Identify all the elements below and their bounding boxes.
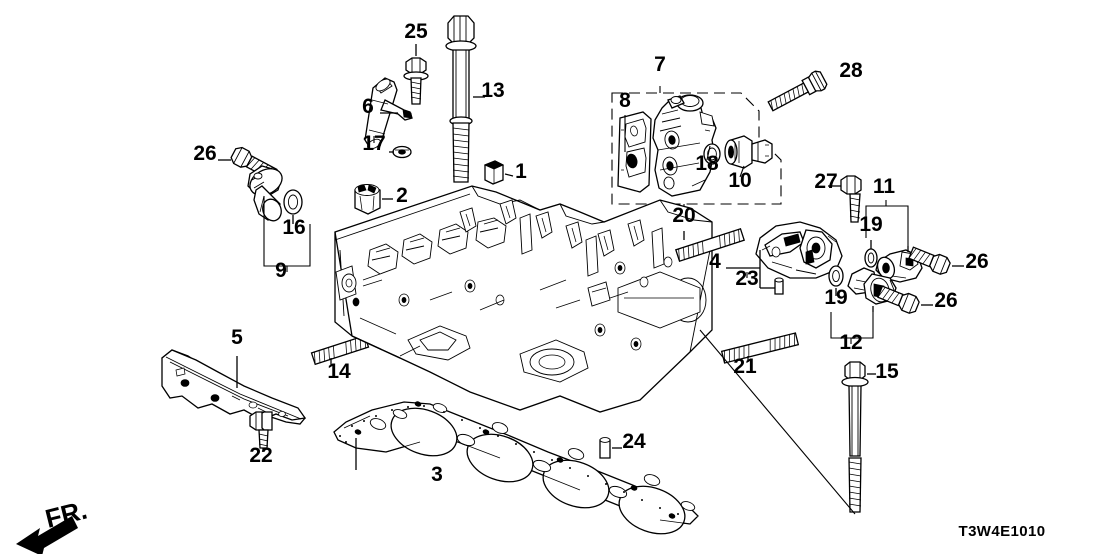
o-ring-cam-sensor-b-part [828, 265, 844, 296]
callout-5: 5 [231, 326, 243, 349]
callout-16: 16 [282, 216, 305, 239]
callout-14: 14 [327, 360, 351, 383]
callout-26b: 26 [965, 250, 988, 273]
callout-3: 3 [431, 463, 443, 486]
o-ring-oil-pressure-switch-part [703, 143, 721, 165]
diagram-code: T3W4E1010 [959, 523, 1046, 540]
cylinder-head-casting [334, 185, 713, 413]
callout-26c: 26 [934, 289, 957, 312]
dowel-pin-gasket-part [599, 437, 622, 459]
callout-27: 27 [814, 170, 837, 193]
bracket-group-11 [865, 200, 909, 246]
vtec-valve-gasket-part [617, 111, 652, 193]
vtec-spool-valve-body [652, 94, 717, 197]
callout-6: 6 [362, 95, 374, 118]
callout-24: 24 [622, 430, 646, 453]
flange-bolt-vtec-valve-part [767, 70, 828, 112]
bracket-group-9 [263, 196, 311, 272]
stud-bolt-vtec-part [674, 227, 746, 263]
front-direction-indicator [16, 516, 78, 554]
callout-19b: 19 [824, 286, 847, 309]
dowel-pin-bracket-part [760, 277, 784, 295]
cylinder-head-bolt-long-part [445, 15, 485, 183]
callout-2: 2 [396, 184, 408, 207]
oil-passage-bracket-part [726, 221, 843, 288]
callout-9: 9 [275, 259, 287, 282]
o-ring-cam-sensor-a-part [864, 240, 878, 268]
oil-pressure-switch-part [724, 135, 773, 169]
callout-21: 21 [733, 355, 757, 378]
flange-bolt-heat-shield-part [249, 411, 273, 452]
flange-bolt-oil-jet-part [403, 44, 429, 105]
callout-23: 23 [735, 267, 758, 290]
dowel-pin-cylinder-head-part [483, 160, 514, 185]
callout-12: 12 [839, 331, 862, 354]
cylinder-head-gasket-part [333, 401, 699, 535]
callout-1: 1 [515, 160, 527, 183]
stud-bolt-short-part [310, 334, 370, 366]
sealing-washer-oil-jet-part [389, 145, 412, 159]
fr-label: FR. [42, 495, 90, 534]
oil-control-jet-part [364, 77, 413, 150]
flange-bolt-oil-bracket-part [828, 175, 862, 223]
callout-leader-lines [373, 115, 748, 278]
stud-bolt-exhaust-part [720, 332, 800, 364]
o-ring-thermostat-housing-part [283, 189, 303, 224]
callout-labels: 1 2 3 4 5 6 7 8 9 10 11 12 13 14 15 16 1… [193, 20, 988, 486]
callout-13: 13 [481, 79, 504, 102]
flange-bolt-extra-long-part [699, 329, 876, 515]
callout-25: 25 [404, 20, 428, 43]
bracket-group-12 [830, 312, 874, 344]
callout-20: 20 [672, 204, 695, 227]
callout-11: 11 [873, 175, 896, 198]
flange-bolt-cam-sensor-b-part [877, 285, 933, 314]
callout-17: 17 [362, 132, 385, 155]
callout-7: 7 [654, 53, 666, 76]
callout-19a: 19 [859, 213, 882, 236]
callout-28: 28 [839, 59, 863, 82]
callout-10: 10 [728, 169, 751, 192]
callout-18: 18 [695, 152, 719, 175]
callout-4: 4 [709, 250, 721, 273]
callout-8: 8 [619, 89, 631, 112]
thermostat-housing-part [247, 165, 283, 222]
exhaust-heat-shield-part [161, 349, 307, 425]
flange-bolt-cam-sensor-a-part [908, 246, 964, 275]
callout-15: 15 [875, 360, 899, 383]
callout-26a: 26 [193, 142, 216, 165]
sealing-plug-part [354, 184, 393, 215]
callout-22: 22 [249, 444, 272, 467]
